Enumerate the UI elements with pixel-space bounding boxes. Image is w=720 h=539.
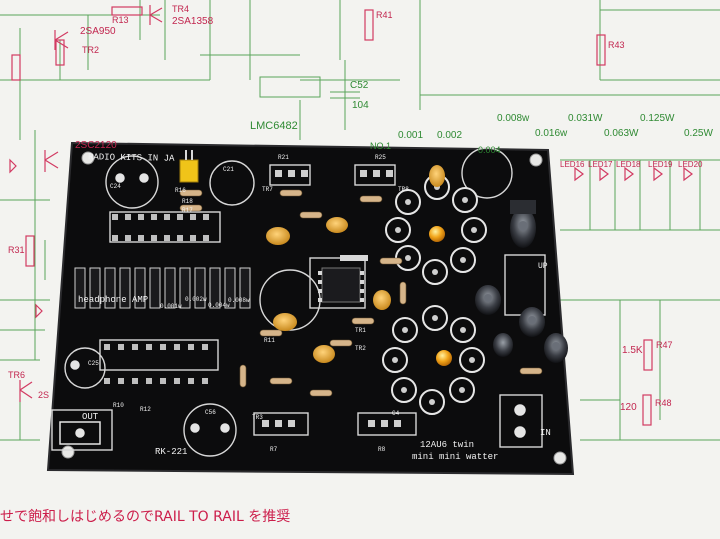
schematic-r31: R31 (8, 245, 25, 255)
ref-tr1: TR3 (252, 414, 263, 421)
pcb-model: RK-221 (155, 447, 188, 457)
pcb-product-line1: 12AU6 twin (420, 440, 475, 450)
ceramic-capacitors (266, 165, 445, 363)
pcb-product-line2: mini mini watter (412, 452, 499, 462)
ref-r10: R11 (264, 337, 275, 344)
power-level-0016: 0.016w (535, 128, 568, 139)
electrolytic-capacitors (475, 200, 568, 363)
ref-tr3: C4 (392, 410, 400, 417)
schematic-c52-value: 104 (352, 100, 369, 111)
schematic-opamp-label: LMC6482 (250, 120, 298, 132)
power-level-0001: 0.001 (398, 130, 424, 141)
ref-r15: R7 (270, 446, 278, 453)
ref-r11: R12 (140, 406, 151, 413)
power-level-025: 0.25W (684, 128, 713, 139)
power-level-0002: 0.002 (437, 130, 463, 141)
japanese-note: せで飽和しはじめるのでRAIL TO RAIL を推奨 (0, 509, 291, 525)
ref-r18: R18 (182, 198, 193, 205)
schematic-2s: 2S (38, 390, 50, 400)
schematic-c52: C52 (350, 80, 369, 91)
pcb-in-label: IN (540, 428, 551, 438)
ref-c56: R10 (113, 402, 124, 409)
pcb-brand: RADIO KITS IN JA (87, 152, 175, 164)
schematic-r13: R13 (112, 15, 129, 25)
pcb-out-label: OUT (82, 412, 99, 422)
schematic-led20: LED20 (678, 160, 703, 169)
ref-r25: R25 (375, 154, 386, 161)
schematic-led18: LED18 (616, 160, 641, 169)
ref-c25: C25 (88, 360, 99, 367)
yellow-header (179, 150, 199, 183)
ic-socket-rows (74, 267, 251, 309)
ref-c24: C24 (110, 183, 121, 190)
schematic-tr2: TR2 (82, 45, 100, 55)
led-lower (436, 350, 452, 366)
dip-ic-lmc6482 (318, 255, 368, 303)
schematic-r48: R48 (655, 398, 672, 408)
schematic-1-5k: 1.5K (622, 345, 643, 356)
schematic-no1: NO.1 (370, 141, 392, 151)
schematic-tr4: TR4 (172, 4, 190, 14)
meter-level-2: 0.004w (208, 302, 230, 309)
schematic-led19: LED19 (648, 160, 673, 169)
pcb-power-label: UP (538, 262, 548, 271)
ref-r17: R17 (182, 207, 193, 214)
led-upper (429, 226, 445, 242)
schematic-led16: LED16 (560, 160, 585, 169)
schematic-r43: R43 (608, 40, 625, 50)
schematic-120: 120 (620, 402, 637, 413)
ref-r16: R16 (175, 187, 186, 194)
resistors (179, 189, 543, 397)
schematic-2sa950: 2SA950 (80, 26, 116, 37)
ref-c6: C56 (205, 409, 216, 416)
meter-level-3: 0.008w (228, 297, 250, 304)
meter-level-1: 0.002w (185, 296, 207, 303)
schematic-2sa1358: 2SA1358 (172, 16, 214, 27)
pcb-board (46, 141, 575, 476)
ref-r8: TR1 (355, 327, 366, 334)
ref-r21: R21 (278, 154, 289, 161)
power-level-0125: 0.125W (640, 113, 675, 124)
power-level-0004: 0.004 (478, 145, 501, 155)
meter-level-0: 0.001w (160, 303, 182, 310)
schematic-r41: R41 (376, 10, 393, 20)
ref-tr8: TR8 (398, 186, 409, 193)
ref-tr7: TR7 (262, 186, 273, 193)
ref-r7: TR2 (355, 345, 366, 352)
power-level-0031: 0.031W (568, 113, 603, 124)
power-level-0008: 0.008w (497, 113, 530, 124)
pcb-section-label: headphone AMP (78, 295, 149, 305)
ref-c21: C21 (223, 166, 234, 173)
power-level-0063: 0.063W (604, 128, 639, 139)
schematic-2sc2120: 2SC2120 (75, 140, 117, 151)
schematic-tr6: TR6 (8, 370, 26, 380)
schematic-led17: LED17 (588, 160, 613, 169)
schematic-r47: R47 (656, 340, 673, 350)
ref-r14: R8 (378, 446, 386, 453)
